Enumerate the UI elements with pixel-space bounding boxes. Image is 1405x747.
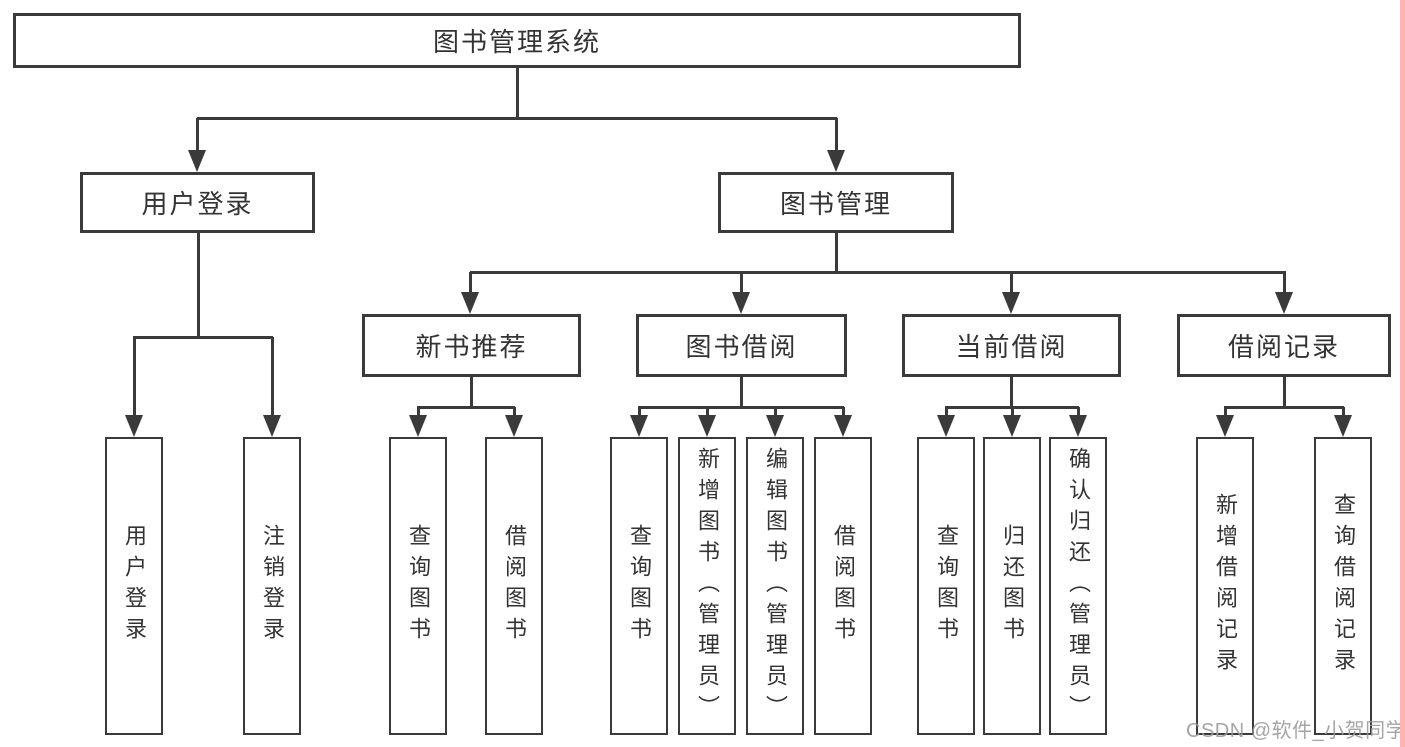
connector-line	[835, 233, 838, 274]
connector-line	[1077, 407, 1080, 417]
connector-line	[513, 407, 516, 417]
arrowhead-icon	[1216, 415, 1234, 437]
connector-line	[842, 407, 845, 417]
connector-line	[706, 407, 709, 417]
leaf-return-books: 归还图书	[983, 437, 1041, 735]
leaf-logout: 注销登录	[243, 437, 301, 735]
node-book-management: 图书管理	[718, 172, 954, 233]
leaf-borrow-books: 借阅图书	[814, 437, 872, 735]
arrowhead-icon	[630, 415, 648, 437]
node-borrowing-records: 借阅记录	[1177, 314, 1391, 377]
leaf-add-borrow-record: 新增借阅记录	[1196, 437, 1254, 735]
leaf-label: 查询图书	[934, 524, 959, 648]
node-user-login: 用户登录	[80, 172, 315, 233]
csdn-watermark: CSDN @软件_小贺同学	[1186, 720, 1405, 742]
leaf-query-borrow-record: 查询借阅记录	[1314, 437, 1372, 735]
arrowhead-icon	[125, 415, 143, 437]
arrowhead-icon	[409, 415, 427, 437]
node-root-label: 图书管理系统	[432, 27, 601, 57]
connector-line	[133, 337, 136, 417]
node-current-borrowing: 当前借阅	[902, 314, 1121, 377]
node-book-borrowing: 图书借阅	[636, 314, 847, 377]
arrowhead-icon	[937, 415, 955, 437]
arrowhead-icon	[461, 292, 479, 314]
leaf-edit-books-admin: 编辑图书（管理员）	[746, 437, 804, 735]
connector-line	[740, 377, 743, 408]
connector-line	[470, 271, 1286, 274]
connector-line	[417, 407, 420, 417]
leaf-user-login: 用户登录	[105, 437, 163, 735]
connector-line	[638, 406, 844, 409]
leaf-label: 注销登录	[260, 524, 285, 648]
connector-line	[469, 272, 472, 294]
leaf-confirm-return-admin: 确认归还（管理员）	[1049, 437, 1107, 735]
leaf-label: 归还图书	[1000, 524, 1025, 648]
connector-line	[1283, 272, 1286, 294]
connector-line	[1224, 407, 1227, 417]
leaf-label: 查询图书	[406, 524, 431, 648]
arrowhead-icon	[1002, 292, 1020, 314]
leaf-label: 确认归还（管理员）	[1066, 446, 1091, 726]
leaf-label: 新增借阅记录	[1213, 493, 1238, 679]
node-user-login-label: 用户登录	[141, 189, 254, 219]
arrowhead-icon	[834, 415, 852, 437]
connector-line	[1010, 272, 1013, 294]
arrowhead-icon	[1334, 415, 1352, 437]
connector-line	[516, 68, 519, 120]
leaf-add-books-admin: 新增图书（管理员）	[678, 437, 736, 735]
leaf-label: 用户登录	[122, 524, 147, 648]
node-new-book-recommend: 新书推荐	[362, 314, 581, 377]
connector-line	[197, 117, 837, 120]
arrowhead-icon	[1003, 415, 1021, 437]
connector-line	[1010, 377, 1013, 408]
leaf-label: 查询借阅记录	[1331, 493, 1356, 679]
node-borrowing-records-label: 借阅记录	[1227, 332, 1340, 362]
arrowhead-icon	[1069, 415, 1087, 437]
connector-line	[1224, 406, 1344, 409]
leaf-query-books-borrowing: 查询图书	[610, 437, 668, 735]
leaf-label: 编辑图书（管理员）	[763, 446, 788, 726]
right-edge-pink-strip	[1400, 0, 1405, 747]
arrowhead-icon	[188, 150, 206, 172]
arrowhead-icon	[263, 415, 281, 437]
node-book-borrowing-label: 图书借阅	[685, 332, 798, 362]
connector-line	[638, 407, 641, 417]
arrowhead-icon	[766, 415, 784, 437]
node-new-book-recommend-label: 新书推荐	[415, 332, 528, 362]
connector-line	[1011, 407, 1014, 417]
arrowhead-icon	[505, 415, 523, 437]
leaf-label: 借阅图书	[831, 524, 856, 648]
arrowhead-icon	[698, 415, 716, 437]
connector-line	[1283, 377, 1286, 408]
connector-line	[133, 336, 273, 339]
connector-line	[740, 272, 743, 294]
arrowhead-icon	[827, 150, 845, 172]
leaf-label: 查询图书	[627, 524, 652, 648]
connector-line	[271, 337, 274, 417]
arrowhead-icon	[732, 292, 750, 314]
connector-line	[774, 407, 777, 417]
connector-line	[945, 407, 948, 417]
connector-line	[835, 118, 838, 152]
arrowhead-icon	[1275, 292, 1293, 314]
connector-line	[1342, 407, 1345, 417]
leaf-label: 借阅图书	[502, 524, 527, 648]
node-book-management-label: 图书管理	[779, 189, 892, 219]
leaf-label: 新增图书（管理员）	[695, 446, 720, 726]
node-current-borrowing-label: 当前借阅	[955, 332, 1068, 362]
connector-line	[470, 377, 473, 408]
leaf-query-books-recommend: 查询图书	[389, 437, 447, 735]
connector-line	[417, 406, 515, 409]
leaf-query-books-current: 查询图书	[917, 437, 975, 735]
connector-line	[197, 233, 200, 338]
leaf-borrow-books-recommend: 借阅图书	[485, 437, 543, 735]
node-root: 图书管理系统	[13, 13, 1021, 68]
connector-line	[196, 118, 199, 152]
